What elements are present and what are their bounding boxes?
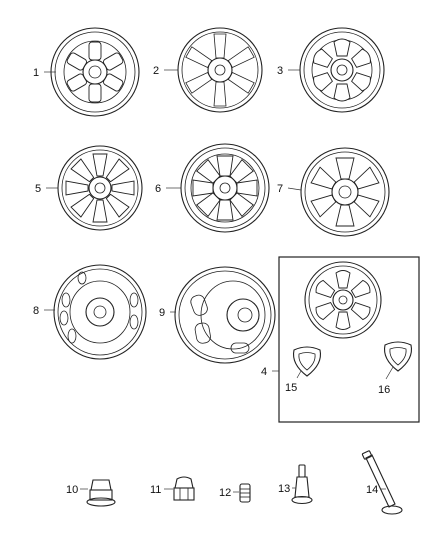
callout-1: 1 <box>33 67 39 79</box>
wheel-4 <box>304 261 382 339</box>
part-16-wheel-weight <box>383 341 413 372</box>
part-15-wheel-weight <box>292 346 322 377</box>
callout-11: 11 <box>150 484 161 496</box>
wheel-1 <box>50 27 140 117</box>
callout-10: 10 <box>66 484 78 496</box>
wheel-assembly-box <box>278 256 420 423</box>
callout-8: 8 <box>33 305 39 317</box>
part-11-lug-nut <box>173 476 195 501</box>
part-14-valve-stem <box>361 450 403 515</box>
callout-13: 13 <box>278 483 290 495</box>
wheel-8 <box>53 264 147 360</box>
part-13-valve-stem <box>291 464 313 505</box>
wheel-9 <box>174 266 276 364</box>
wheel-6 <box>180 143 270 233</box>
callout-2: 2 <box>153 65 159 77</box>
wheel-7 <box>300 147 390 237</box>
callout-4: 4 <box>261 366 267 378</box>
wheel-2 <box>177 27 263 113</box>
callout-7: 7 <box>277 183 283 195</box>
callout-15: 15 <box>285 382 297 394</box>
callout-12: 12 <box>219 487 231 499</box>
part-10-lug-nut <box>86 479 116 507</box>
callout-9: 9 <box>159 307 165 319</box>
callout-6: 6 <box>155 183 161 195</box>
wheel-5 <box>57 145 143 231</box>
callout-5: 5 <box>35 183 41 195</box>
callout-16: 16 <box>378 384 390 396</box>
wheel-3 <box>299 27 385 113</box>
callout-14: 14 <box>366 484 378 496</box>
part-12-valve-cap <box>239 483 251 503</box>
callout-3: 3 <box>277 65 283 77</box>
